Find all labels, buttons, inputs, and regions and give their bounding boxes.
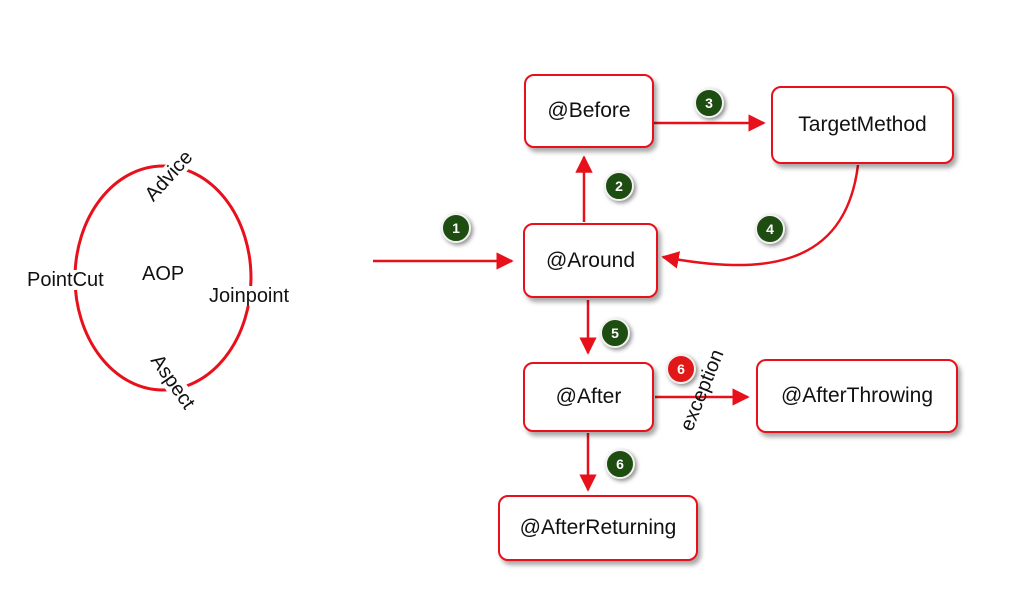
after-returning-node: @AfterReturning	[498, 495, 698, 561]
after-throwing-node: @AfterThrowing	[756, 359, 958, 433]
aop-center-label: AOP	[142, 263, 185, 285]
joinpoint-label: Joinpoint	[208, 285, 291, 307]
around-node: @Around	[523, 223, 658, 298]
step-3-badge: 3	[694, 88, 724, 118]
step-1-badge: 1	[441, 213, 471, 243]
pointcut-label: PointCut	[26, 269, 105, 291]
step-6-exception-badge: 6	[666, 354, 696, 384]
step-2-badge: 2	[604, 171, 634, 201]
after-node: @After	[523, 362, 654, 432]
step-5-badge: 5	[600, 318, 630, 348]
arrow-target-to-around	[661, 164, 860, 269]
step-4-badge: 4	[755, 214, 785, 244]
target-method-node: TargetMethod	[771, 86, 954, 164]
step-6-return-badge: 6	[605, 449, 635, 479]
before-node: @Before	[524, 74, 654, 148]
